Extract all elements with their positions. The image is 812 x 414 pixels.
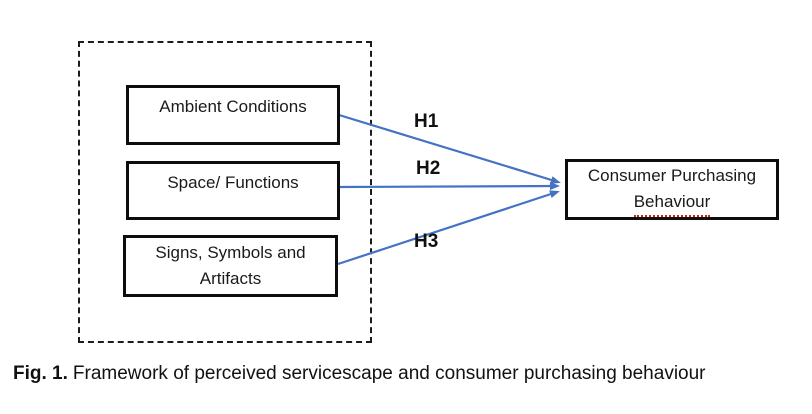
box-space-functions: Space/ Functions — [126, 161, 340, 220]
box-ambient-conditions: Ambient Conditions — [126, 85, 340, 145]
hypothesis-label-h1: H1 — [414, 111, 439, 132]
box-outcome-label-line1: Consumer Purchasing — [587, 165, 757, 185]
box-ambient-label: Ambient Conditions — [159, 97, 307, 116]
hypothesis-label-h3: H3 — [414, 231, 439, 252]
caption-figure-number: Fig. 1. — [13, 363, 68, 384]
box-space-label: Space/ Functions — [167, 173, 299, 192]
figure-caption: Fig. 1.Framework of perceived servicesca… — [13, 362, 706, 386]
box-signs-label-line2: Artifacts — [199, 269, 262, 288]
box-outcome-label-line2: Behaviour — [633, 189, 711, 217]
box-signs-label-line1: Signs, Symbols and — [155, 243, 306, 262]
hypothesis-label-h2: H2 — [416, 158, 441, 179]
box-signs-symbols-artifacts: Signs, Symbols and Artifacts — [123, 235, 338, 297]
caption-text: Framework of perceived servicescape and … — [72, 363, 706, 384]
box-consumer-purchasing-behaviour: Consumer Purchasing Behaviour — [565, 159, 779, 220]
